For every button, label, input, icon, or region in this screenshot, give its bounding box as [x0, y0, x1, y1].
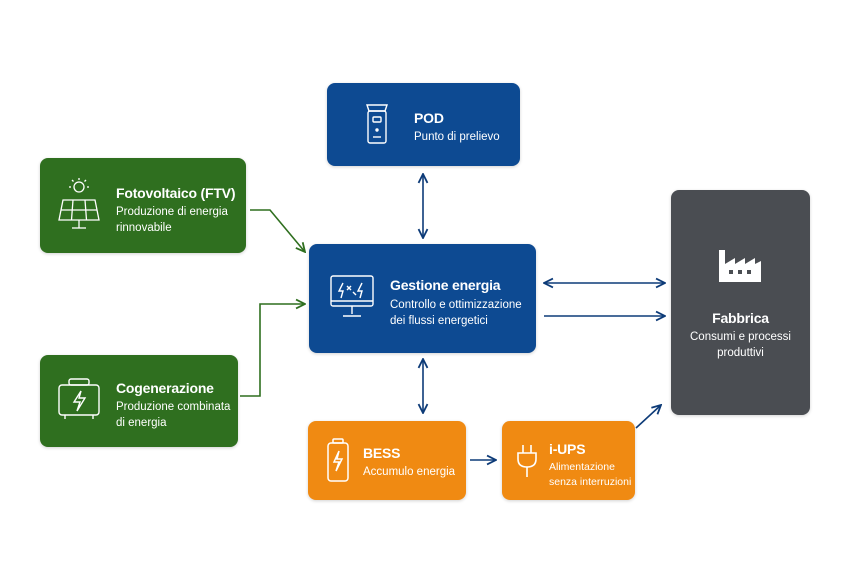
- cogen-title: Cogenerazione: [116, 380, 214, 396]
- battery-icon: [325, 437, 351, 483]
- cogen-desc-line-1: Produzione combinata: [116, 401, 231, 413]
- bess-desc: Accumulo energia: [363, 464, 455, 480]
- gestione-desc: Controllo e ottimizzazione dei flussi en…: [390, 297, 522, 329]
- pod-node: POD Punto di prelievo: [327, 83, 520, 166]
- fabbrica-desc: Consumi e processi produttivi: [671, 329, 810, 361]
- iups-title: i-UPS: [549, 441, 586, 457]
- meter-icon: [365, 103, 389, 145]
- arrow-cogen-gestione: [240, 304, 305, 397]
- pod-desc-line: Punto di prelievo: [414, 131, 500, 143]
- pod-desc: Punto di prelievo: [414, 129, 500, 145]
- gestione-node: Gestione energia Controllo e ottimizzazi…: [309, 244, 536, 353]
- generator-icon: [57, 377, 101, 421]
- solar-panel-icon: [57, 178, 101, 230]
- fabbrica-desc-line-2: produttivi: [717, 347, 764, 359]
- cogen-desc: Produzione combinata di energia: [116, 399, 230, 431]
- ftv-desc: Produzione di energia rinnovabile: [116, 204, 228, 236]
- ftv-title: Fotovoltaico (FTV): [116, 185, 236, 201]
- factory-icon: [717, 248, 763, 284]
- plug-icon: [514, 443, 540, 479]
- arrow-iups-fabbrica: [635, 405, 661, 429]
- cogen-node: Cogenerazione Produzione combinata di en…: [40, 355, 238, 447]
- iups-desc-line-2: senza interruzioni: [549, 476, 632, 488]
- gestione-desc-line-1: Controllo e ottimizzazione: [390, 299, 522, 311]
- bess-title: BESS: [363, 445, 401, 461]
- bess-node: BESS Accumulo energia: [308, 421, 466, 500]
- pod-title: POD: [414, 110, 444, 126]
- gestione-desc-line-2: dei flussi energetici: [390, 315, 488, 327]
- iups-node: i-UPS Alimentazione senza interruzioni: [502, 421, 635, 500]
- ftv-desc-line-2: rinnovabile: [116, 222, 172, 234]
- fabbrica-desc-line-1: Consumi e processi: [690, 331, 791, 343]
- ftv-desc-line-1: Produzione di energia: [116, 206, 228, 218]
- iups-desc: Alimentazione senza interruzioni: [549, 460, 631, 490]
- fabbrica-title: Fabbrica: [712, 310, 769, 326]
- iups-desc-line-1: Alimentazione: [549, 461, 615, 473]
- bess-desc-line: Accumulo energia: [363, 466, 456, 478]
- arrow-ftv-gestione: [250, 209, 305, 252]
- monitor-icon: [329, 274, 375, 320]
- ftv-node: Fotovoltaico (FTV) Produzione di energia…: [40, 158, 246, 253]
- cogen-desc-line-2: di energia: [116, 417, 167, 429]
- gestione-title: Gestione energia: [390, 277, 501, 293]
- fabbrica-node: Fabbrica Consumi e processi produttivi: [671, 190, 810, 415]
